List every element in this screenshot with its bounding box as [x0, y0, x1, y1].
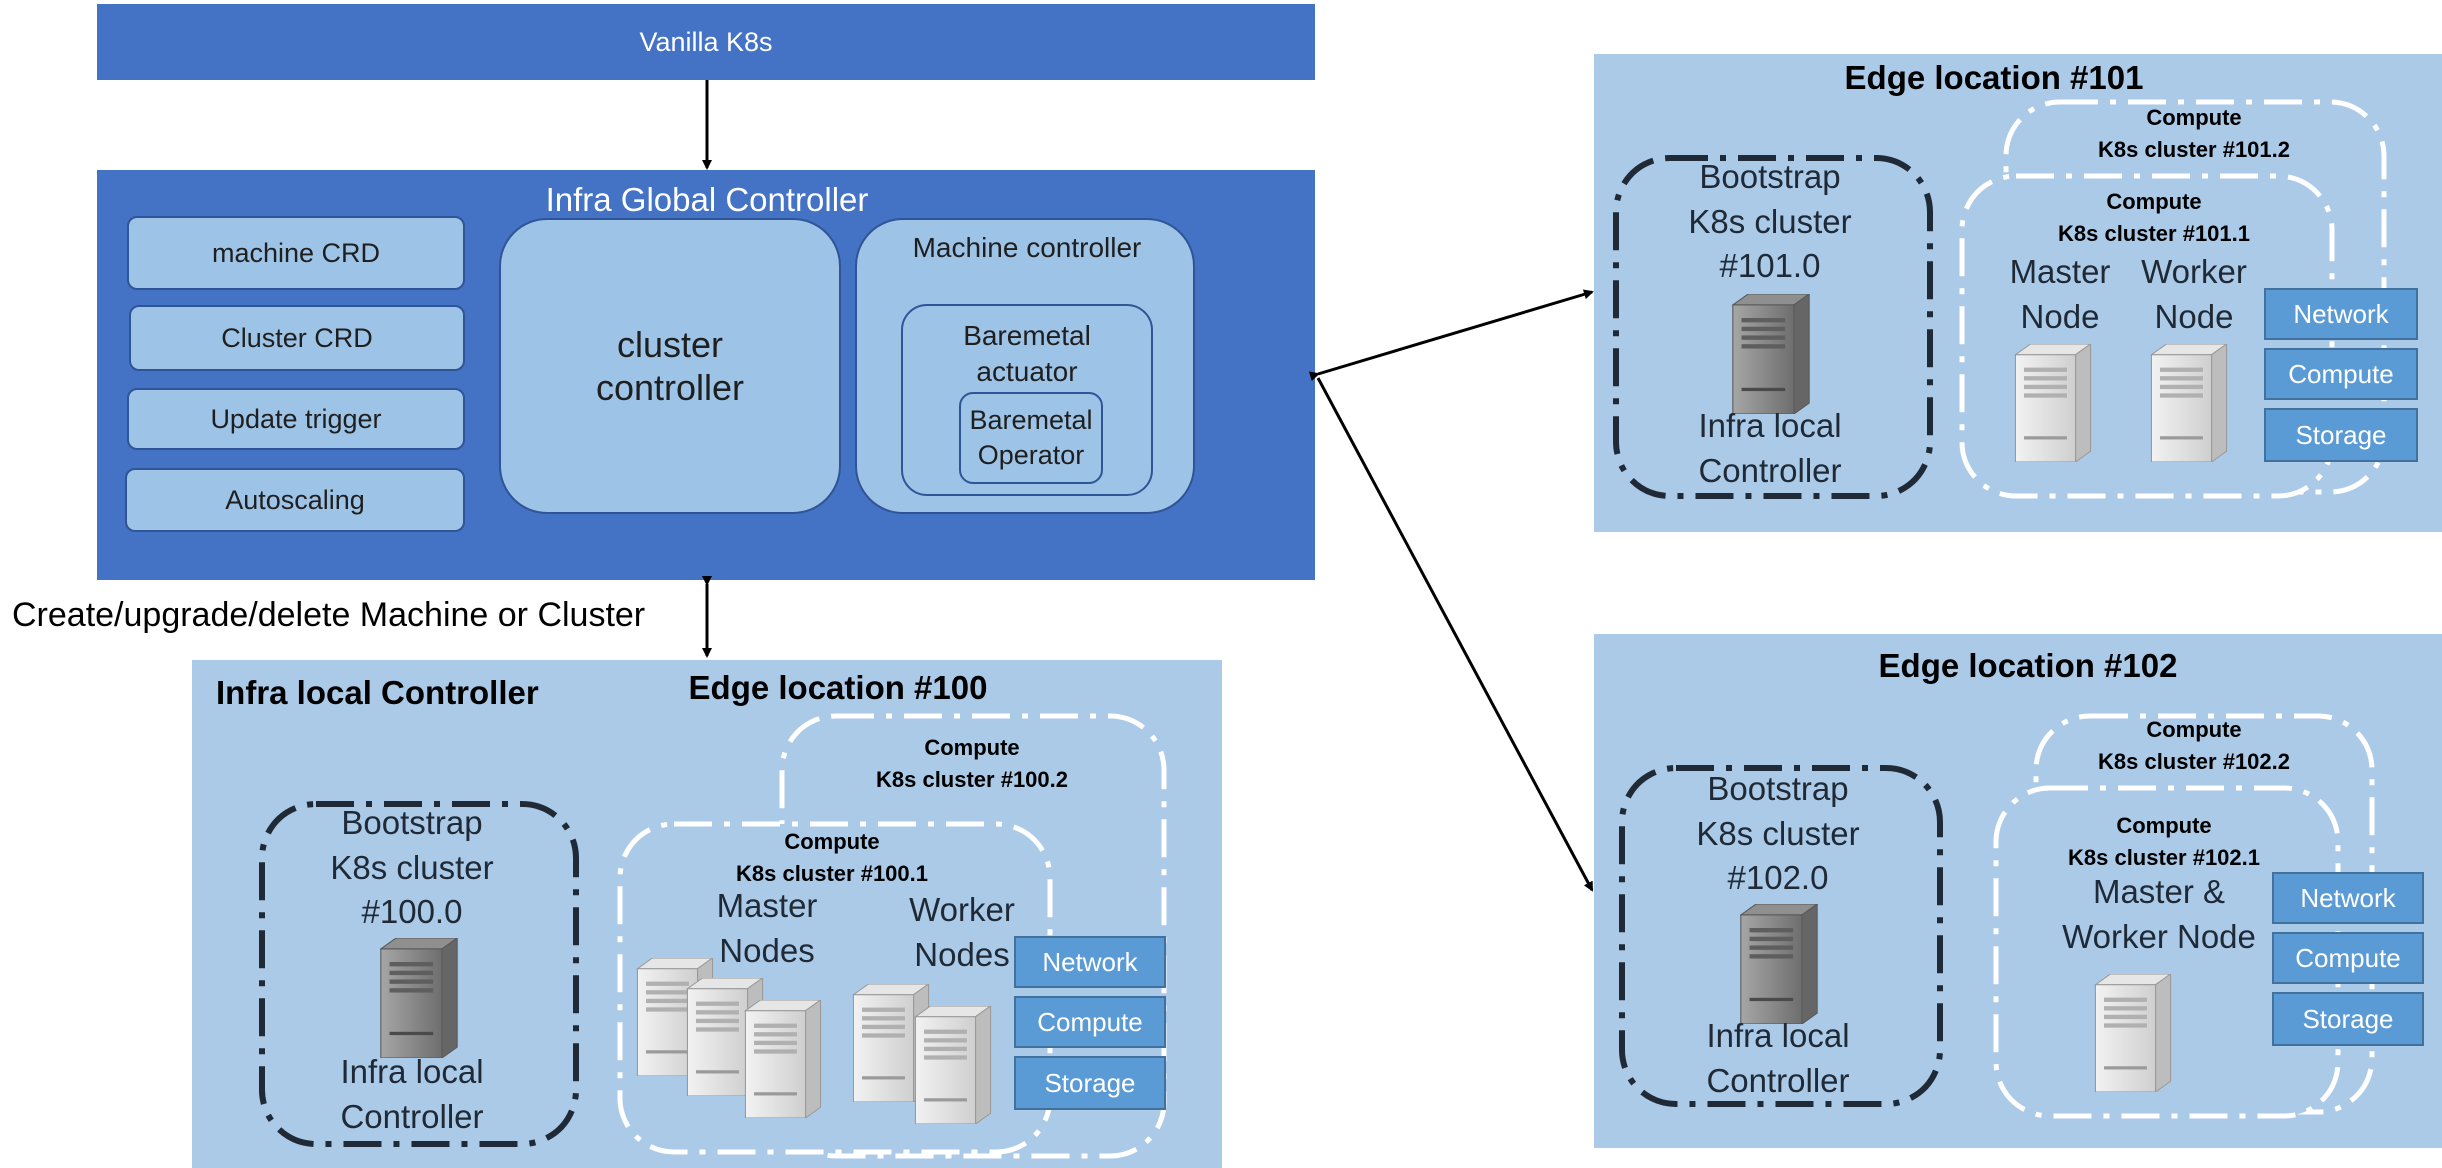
crd-cluster: Cluster CRD	[129, 305, 465, 371]
edge101-network-button: Network	[2264, 288, 2418, 340]
infra-global-controller: Infra Global Controller machine CRD Clus…	[97, 170, 1315, 580]
cluster-controller: cluster controller	[499, 218, 841, 514]
edge102-compute-label: Compute	[2295, 942, 2401, 973]
edge100-master-label: Master Nodes	[716, 887, 818, 969]
vanilla-k8s-title: Vanilla K8s	[639, 26, 773, 57]
crd-cluster-label: Cluster CRD	[221, 322, 373, 353]
edge101-compute2-label: Compute K8s cluster #101.2	[2097, 105, 2291, 162]
edge101-bootstrap-label: Bootstrap K8s cluster #101.0	[1688, 158, 1852, 285]
edge100-compute2-label: Compute K8s cluster #100.2	[875, 735, 1069, 792]
edge100-storage-button: Storage	[1014, 1056, 1166, 1110]
update-trigger-label: Update trigger	[210, 403, 382, 434]
edge100-infra-local-label: Infra local Controller	[340, 1053, 484, 1135]
edge100-bootstrap-label: Bootstrap K8s cluster #100.0	[330, 804, 494, 931]
edge102-compute2-label: Compute K8s cluster #102.2	[2097, 717, 2291, 774]
edge102-storage-label: Storage	[2302, 1003, 2394, 1034]
edge102-network-label: Network	[2300, 882, 2396, 913]
edge101-storage-button: Storage	[2264, 408, 2418, 462]
baremetal-actuator-box: Baremetal actuator Baremetal Operator	[901, 304, 1153, 496]
global-controller-title: Infra Global Controller	[545, 181, 869, 218]
edge101-network-label: Network	[2293, 298, 2389, 329]
machine-controller-title: Machine controller	[912, 232, 1142, 263]
autoscaling-label: Autoscaling	[225, 484, 365, 515]
edge101-compute-label: Compute	[2288, 358, 2394, 389]
edge100-title: Edge location #100	[688, 669, 988, 706]
edge101-title: Edge location #101	[1844, 59, 2144, 96]
edge102-bootstrap-label: Bootstrap K8s cluster #102.0	[1696, 770, 1860, 897]
edge100-storage-label: Storage	[1044, 1067, 1136, 1098]
update-trigger: Update trigger	[127, 388, 465, 450]
edge100-corner-label: Infra local Controller	[216, 674, 539, 711]
edge-location-100: Infra local Controller Edge location #10…	[192, 660, 1222, 1168]
arrow-global-to-edge102	[1316, 377, 1594, 892]
edge-location-101: Edge location #101 Bootstrap K8s cluster…	[1594, 54, 2442, 532]
baremetal-operator-box: Baremetal Operator	[959, 392, 1103, 484]
edge102-master-worker-label: Master & Worker Node	[2062, 873, 2256, 955]
edge100-network-label: Network	[1042, 946, 1138, 977]
edge100-network-button: Network	[1014, 936, 1166, 988]
edge101-master-label: Master Node	[2009, 253, 2111, 335]
edge102-network-button: Network	[2272, 872, 2424, 924]
arrow-global-to-edge101	[1308, 289, 1594, 382]
edge-location-102: Edge location #102 Bootstrap K8s cluster…	[1594, 634, 2442, 1148]
baremetal-operator-label: Baremetal Operator	[969, 404, 1093, 470]
edge102-compute-button: Compute	[2272, 932, 2424, 984]
edge101-bootstrap-boundary	[1613, 155, 1933, 499]
create-upgrade-delete-label: Create/upgrade/delete Machine or Cluster	[12, 596, 646, 634]
edge102-title: Edge location #102	[1878, 647, 2178, 684]
edge101-compute-button: Compute	[2264, 348, 2418, 400]
edge101-infra-local-label: Infra local Controller	[1698, 407, 1842, 489]
edge102-infra-local-label: Infra local Controller	[1706, 1017, 1850, 1099]
edge101-compute1-label: Compute K8s cluster #101.1	[2057, 189, 2251, 246]
edge100-bootstrap-boundary	[259, 801, 579, 1147]
edge101-worker-label: Worker Node	[2141, 253, 2247, 335]
crd-machine: machine CRD	[127, 216, 465, 290]
vanilla-k8s-bar: Vanilla K8s	[97, 4, 1315, 80]
crd-machine-label: machine CRD	[211, 237, 381, 268]
edge101-storage-label: Storage	[2295, 419, 2387, 450]
machine-controller: Machine controller Baremetal actuator Ba…	[855, 218, 1195, 514]
autoscaling: Autoscaling	[125, 468, 465, 532]
baremetal-actuator-label: Baremetal actuator	[963, 319, 1091, 387]
edge102-storage-button: Storage	[2272, 992, 2424, 1046]
cluster-controller-label: cluster controller	[595, 323, 745, 408]
edge100-compute1-label: Compute K8s cluster #100.1	[735, 829, 929, 886]
edge100-compute-label: Compute	[1037, 1006, 1143, 1037]
edge100-compute-button: Compute	[1014, 996, 1166, 1048]
edge100-worker-label: Worker Nodes	[909, 891, 1015, 973]
edge102-bootstrap-boundary	[1619, 765, 1943, 1107]
edge102-compute1-label: Compute K8s cluster #102.1	[2067, 813, 2261, 870]
